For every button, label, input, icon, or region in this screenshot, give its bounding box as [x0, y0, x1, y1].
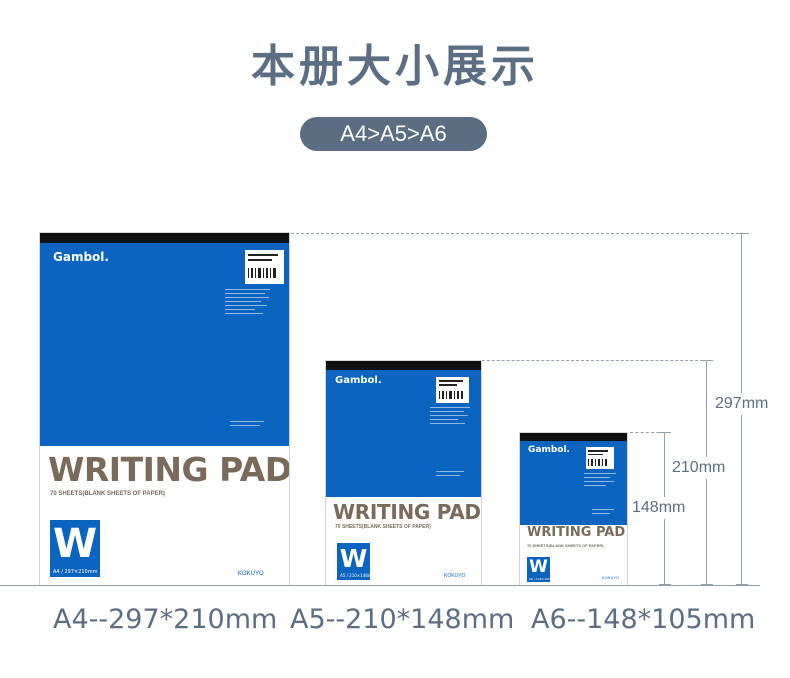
w-logo-size: A6 / 148×105mm — [529, 577, 556, 581]
w-logo-box: W A5 / 210×148mm — [337, 543, 376, 580]
caption-a6: A6--148*105mm — [531, 604, 756, 635]
brand-logo: Gambol. — [53, 250, 109, 264]
page-title: 本册大小展示 — [251, 41, 539, 92]
product-info-lines — [225, 289, 270, 317]
dim-guide-148 — [630, 432, 670, 433]
pad-title: WRITING PAD — [527, 525, 626, 540]
pad-subtitle: 70 SHEETS(BLANK SHEETS OF PAPER) — [335, 524, 431, 530]
maker-logo: KOKUYO — [444, 573, 466, 579]
maker-logo: KOKUYO — [238, 571, 264, 577]
writing-pad-a6: Gambol. WRITING PAD 70 SHEETS(BLANK SHEE… — [519, 432, 628, 586]
w-logo-letter: W — [52, 521, 98, 567]
product-info-lines-lower — [230, 421, 264, 429]
w-logo-box: W A4 / 297×210mm — [50, 520, 100, 577]
product-info-lines — [430, 407, 470, 427]
product-info-lines-lower — [592, 509, 614, 517]
dim-label-148: 148mm — [630, 497, 688, 519]
caption-a4: A4--297*210mm — [53, 604, 278, 635]
sizes-pill: A4>A5>A6 — [300, 117, 487, 151]
baseline — [0, 585, 760, 586]
caption-a5: A5--210*148mm — [290, 604, 515, 635]
barcode-label — [586, 447, 614, 469]
writing-pad-a5: Gambol. WRITING PAD 70 SHEETS(BLANK SHEE… — [325, 360, 482, 586]
writing-pad-a4: Gambol. WRITING PAD 70 SHEETS(BLANK SHEE… — [39, 232, 290, 586]
dim-label-297: 297mm — [713, 393, 771, 415]
w-logo-size: A5 / 210×148mm — [340, 573, 376, 578]
dim-guide-210 — [457, 360, 713, 361]
barcode-label — [436, 377, 469, 403]
dim-label-210: 210mm — [670, 457, 728, 479]
pad-title: WRITING PAD — [48, 450, 290, 489]
pad-subtitle: 70 SHEETS(BLANK SHEETS OF PAPER) — [527, 543, 604, 548]
product-info-lines — [584, 473, 616, 489]
brand-logo: Gambol. — [335, 375, 382, 386]
w-logo-letter: W — [529, 557, 548, 577]
pad-title: WRITING PAD — [333, 500, 481, 524]
w-logo-letter: W — [339, 544, 368, 573]
barcode-label — [245, 250, 284, 284]
product-info-lines-lower — [436, 471, 464, 479]
dim-guide-297 — [291, 233, 749, 234]
brand-logo: Gambol. — [528, 445, 570, 455]
w-logo-size: A4 / 297×210mm — [53, 569, 98, 575]
maker-logo: KOKUYO — [602, 575, 620, 580]
w-logo-box: W A6 / 148×105mm — [527, 557, 556, 582]
pad-subtitle: 70 SHEETS(BLANK SHEETS OF PAPER) — [50, 491, 165, 497]
